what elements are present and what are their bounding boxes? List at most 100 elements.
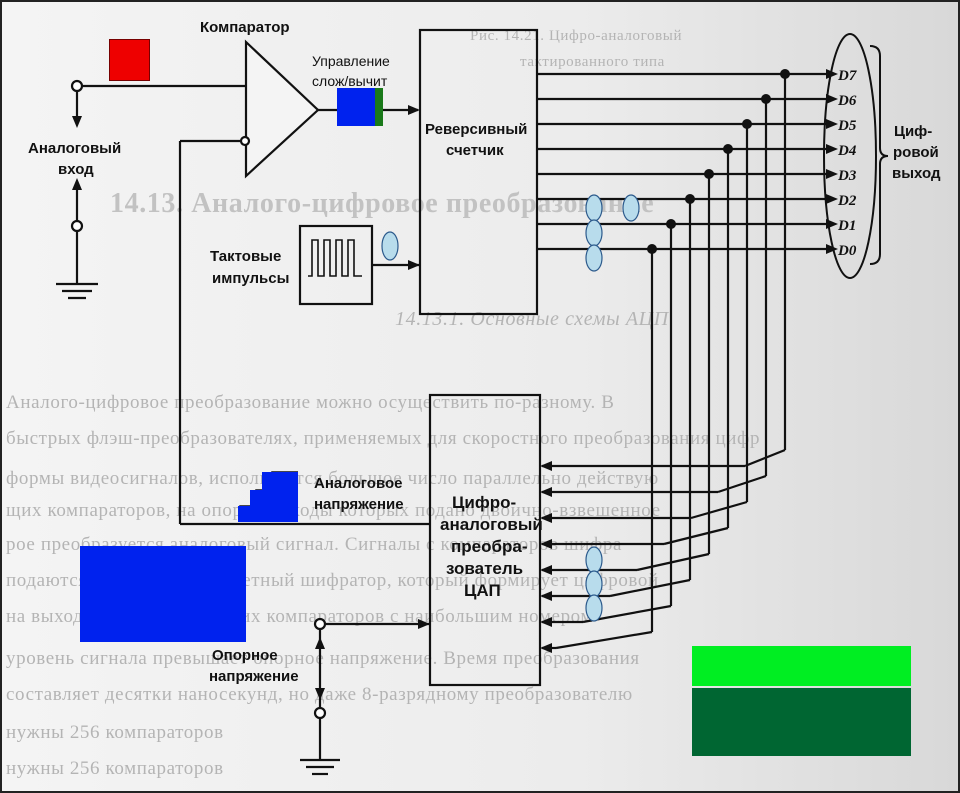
arrow-left-icon bbox=[540, 513, 552, 523]
oval-marker bbox=[585, 570, 603, 598]
bg-paragraph-line: нужны 256 компараторов bbox=[6, 722, 224, 743]
digital-output-label: Циф- bbox=[894, 123, 932, 140]
arrow-left-icon bbox=[540, 487, 552, 497]
reference-ground-terminal bbox=[313, 706, 327, 720]
analog-voltage-label: Аналоговое bbox=[314, 475, 402, 492]
arrow-up-icon bbox=[72, 178, 82, 190]
arrow-left-icon bbox=[540, 617, 552, 627]
arrow-right-icon bbox=[408, 105, 420, 115]
oval-marker bbox=[585, 546, 603, 574]
control-label: Управление bbox=[312, 53, 390, 69]
bit-label-d1: D1 bbox=[837, 218, 856, 234]
junction-dot bbox=[647, 244, 657, 254]
dac-label: Цифро- bbox=[452, 493, 516, 512]
oval-marker bbox=[585, 244, 603, 272]
dac-label: зователь bbox=[446, 559, 523, 578]
comparator-label: Компаратор bbox=[200, 19, 290, 36]
oval-marker bbox=[381, 231, 399, 261]
output-ellipse bbox=[823, 33, 877, 279]
arrow-right-icon bbox=[826, 244, 838, 254]
bit-label-d2: D2 bbox=[837, 193, 857, 209]
light-green-rectangle bbox=[692, 646, 911, 686]
oval-marker bbox=[585, 594, 603, 622]
blue-staircase-step bbox=[238, 506, 252, 522]
arrow-down-icon bbox=[72, 116, 82, 128]
bit-label-d4: D4 bbox=[837, 143, 857, 159]
control-label: слож/вычит bbox=[312, 73, 388, 89]
red-marker-block bbox=[109, 39, 150, 81]
bg-heading: 14.13. Аналого-цифровое преобразование bbox=[110, 188, 655, 219]
input-terminal bbox=[70, 79, 84, 93]
tap-diagonal-d2 bbox=[609, 578, 691, 598]
tap-diagonal-d5 bbox=[690, 500, 748, 520]
dac-label: аналоговый bbox=[440, 515, 543, 534]
reference-terminal bbox=[313, 617, 327, 631]
reference-label: напряжение bbox=[209, 668, 299, 685]
analog-voltage-label: напряжение bbox=[314, 496, 404, 513]
output-bracket bbox=[869, 45, 889, 265]
tap-diagonal-d4 bbox=[663, 526, 729, 546]
bg-caption-2: тактированного типа bbox=[520, 54, 665, 70]
analog-input-label: вход bbox=[58, 161, 94, 178]
blue-marker-block bbox=[337, 88, 375, 126]
clock-waveform bbox=[308, 239, 362, 277]
junction-dot bbox=[685, 194, 695, 204]
bit-label-d5: D5 bbox=[837, 118, 857, 134]
arrow-left-icon bbox=[540, 643, 552, 653]
arrow-right-icon bbox=[826, 119, 838, 129]
digital-output-label: ровой bbox=[893, 144, 939, 161]
arrow-up-icon bbox=[315, 637, 325, 649]
oval-marker bbox=[585, 194, 603, 222]
blue-rectangle bbox=[80, 546, 246, 642]
bus-junctions bbox=[647, 69, 790, 254]
tap-diagonal-d6 bbox=[717, 474, 767, 494]
up-down-counter-block bbox=[418, 28, 539, 316]
blue-staircase-step bbox=[250, 490, 264, 522]
arrow-right-icon bbox=[408, 260, 420, 270]
blue-staircase-block bbox=[262, 472, 298, 522]
data-bus bbox=[537, 72, 834, 650]
clock-label: Тактовые bbox=[210, 248, 281, 265]
arrow-right-icon bbox=[826, 69, 838, 79]
arrow-left-icon bbox=[540, 539, 552, 549]
arrow-left-icon bbox=[540, 461, 552, 471]
junction-dot bbox=[723, 144, 733, 154]
comparator-inverting-input bbox=[239, 135, 251, 147]
bg-paragraph-line: уровень сигнала превышает опорное напряж… bbox=[6, 648, 640, 669]
bg-paragraph-line: формы видеосигналов, используется большо… bbox=[6, 468, 659, 489]
arrow-down-icon bbox=[315, 688, 325, 700]
bit-label-d6: D6 bbox=[837, 93, 857, 109]
junction-dot bbox=[742, 119, 752, 129]
junction-dot bbox=[666, 219, 676, 229]
bg-paragraph-line: Аналого-цифровое преобразование можно ос… bbox=[6, 392, 615, 413]
dac-block bbox=[428, 393, 542, 687]
green-marker-strip bbox=[375, 88, 383, 126]
comparator-symbol bbox=[244, 39, 320, 179]
ground-terminal bbox=[70, 219, 84, 233]
dark-green-rectangle bbox=[692, 688, 911, 756]
tap-diagonal-d0 bbox=[555, 630, 653, 650]
bg-caption: Рис. 14.21. Цифро-аналоговый bbox=[470, 28, 683, 44]
counter-label: счетчик bbox=[446, 142, 504, 159]
analog-input-label: Аналоговый bbox=[28, 140, 121, 157]
arrowheads bbox=[72, 105, 430, 700]
dac-label: ЦАП bbox=[464, 581, 501, 600]
arrow-left-icon bbox=[540, 591, 552, 601]
junction-dot bbox=[704, 169, 714, 179]
reference-label: Опорное bbox=[212, 647, 278, 664]
bit-label-d0: D0 bbox=[837, 243, 857, 259]
bg-paragraph-line: быстрых флэш-преобразователях, применяем… bbox=[6, 428, 761, 449]
bg-paragraph-line: щих компараторов, на опорные входы котор… bbox=[6, 500, 661, 521]
arrow-right-icon bbox=[826, 94, 838, 104]
dac-label: преобра- bbox=[451, 537, 528, 556]
bit-label-d3: D3 bbox=[837, 168, 857, 184]
arrow-left-icon bbox=[540, 565, 552, 575]
oval-marker bbox=[585, 219, 603, 247]
bg-paragraph-line: нужны 256 компараторов bbox=[6, 758, 224, 779]
arrow-right-icon bbox=[826, 169, 838, 179]
bus-arrowheads bbox=[540, 69, 838, 653]
